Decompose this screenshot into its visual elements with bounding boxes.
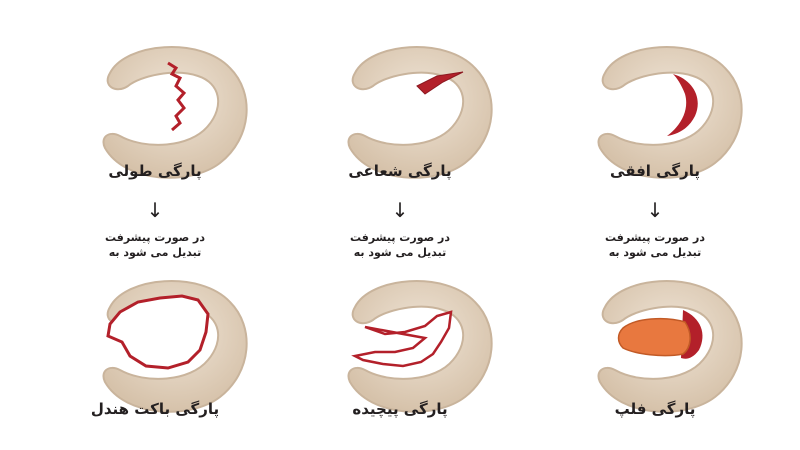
- tear-bucket-handle: [106, 294, 210, 370]
- label-flap-tear: پارگی فلپ: [614, 400, 696, 418]
- meniscus-radial: [347, 46, 493, 179]
- note-progression-2b: تبدیل می شود به: [353, 246, 447, 259]
- note-progression-1b: تبدیل می شود به: [108, 246, 202, 259]
- label-horizontal-tear: پارگی افقی: [610, 162, 700, 180]
- meniscus-horizontal: [597, 46, 743, 179]
- flap-fragment: [617, 317, 691, 357]
- tear-horizontal: [667, 74, 698, 136]
- meniscus-complex: [347, 280, 493, 413]
- arrow-down-icon: ↓: [391, 198, 409, 222]
- label-radial-tear: پارگی شعاعی: [348, 162, 452, 180]
- tear-radial: [416, 71, 464, 95]
- label-complex-tear: پارگی پیچیده: [352, 400, 448, 418]
- note-progression-3b: تبدیل می شود به: [608, 246, 702, 259]
- meniscus-bucket-handle: [102, 280, 248, 413]
- note-progression-3a: در صورت پیشرفت: [604, 231, 706, 244]
- tear-longitudinal: [167, 61, 187, 132]
- tear-complex: [351, 310, 453, 368]
- arrow-down-icon: ↓: [146, 198, 164, 222]
- label-bucket-handle-tear: پارگی باکت هندل: [90, 400, 220, 418]
- meniscus-flap: [597, 280, 743, 413]
- note-progression-2a: در صورت پیشرفت: [349, 231, 451, 244]
- note-progression-1a: در صورت پیشرفت: [104, 231, 206, 244]
- arrow-down-icon: ↓: [646, 198, 664, 222]
- meniscus-longitudinal: [102, 46, 248, 179]
- label-longitudinal-tear: پارگی طولی: [108, 162, 202, 180]
